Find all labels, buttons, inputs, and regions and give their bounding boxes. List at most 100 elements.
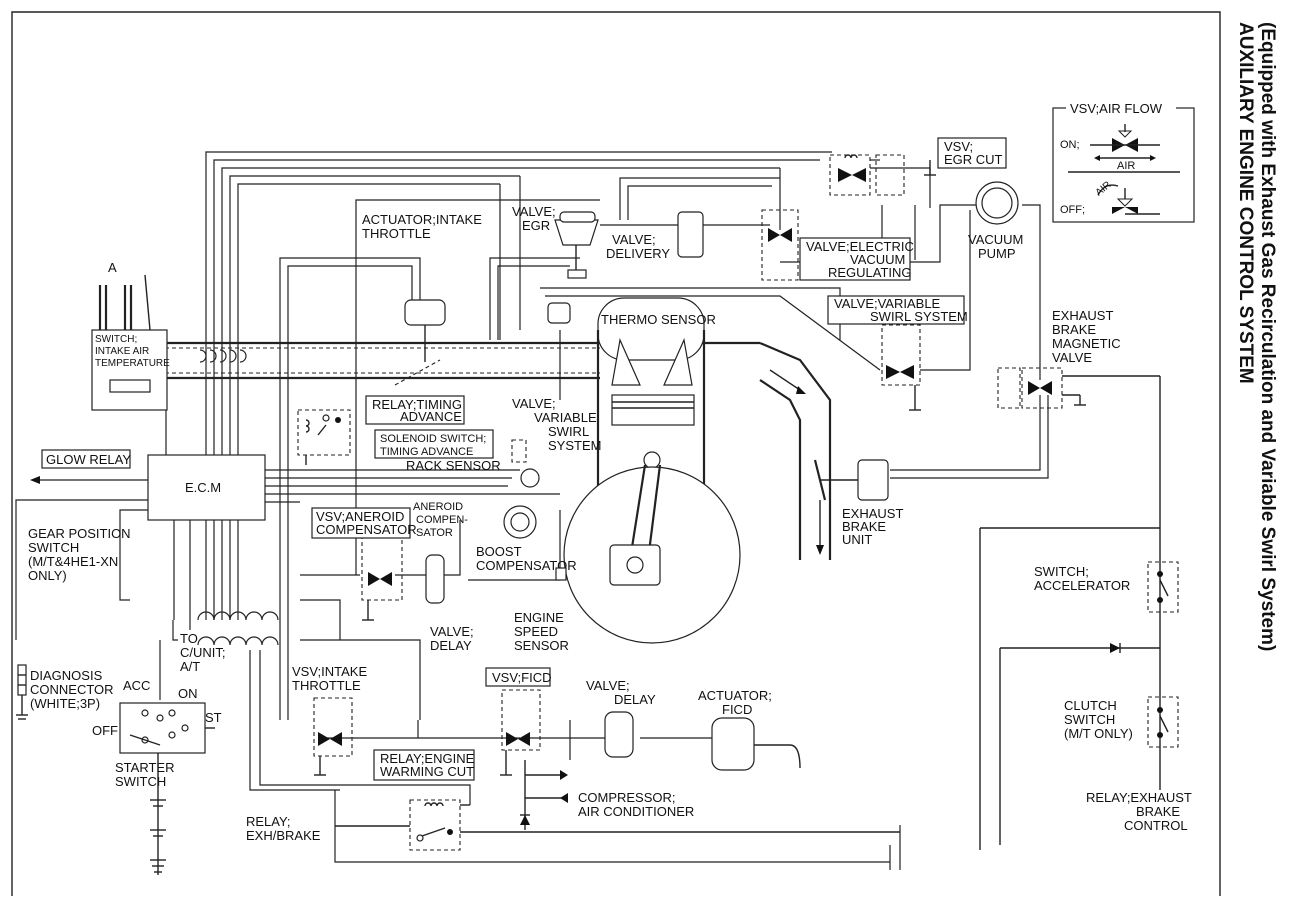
ecm-wires [15,410,560,640]
label-es-2: SPEED [514,624,558,639]
label-gear-1: GEAR POSITION [28,526,131,541]
vsv-swirl [881,324,921,411]
relay-warming-label-box [373,749,475,781]
label-to-1: TO [180,631,198,646]
label-compressor-1: COMPRESSOR; [578,790,676,805]
title-sub: (Equipped with Exhaust Gas Recirculation… [1257,22,1278,651]
label-rebc-2: BRAKE [1136,804,1180,819]
label-acc-sw-1: SWITCH; [1034,564,1089,579]
label-st: ST [205,710,222,725]
vsv-ficd [500,689,541,776]
label-rack-sensor: RACK SENSOR [406,458,501,473]
battery-icon [150,753,166,875]
label-delay1-2: DELAY [430,638,472,653]
label-off: OFF [92,723,118,738]
label-vsv-ficd: VSV;FICD [492,670,551,685]
relay-timing-label-box [365,395,465,425]
vsv-ficd-label-box [485,667,551,687]
label-clutch-3: (M/T ONLY) [1064,726,1133,741]
label-relay-timing-2: ADVANCE [400,409,462,424]
label-to-3: A/T [180,659,200,674]
label-aneroid-1: VSV;ANEROID [316,509,404,524]
label-thermo: THERMO SENSOR [601,312,716,327]
harness-loops [197,349,279,646]
engine [563,297,741,644]
label-ebu-1: EXHAUST [842,506,903,521]
exhaust-brake-unit [813,459,889,501]
label-rebc-3: CONTROL [1124,818,1188,833]
label-relay-timing-1: RELAY;TIMING [372,397,462,412]
label-acc-sw-2: ACCELERATOR [1034,578,1130,593]
vsv-aneroid [361,537,403,621]
label-to-2: C/UNIT; [180,645,226,660]
right-wiring [979,376,1161,850]
legend-air: AIR [1117,160,1135,172]
label-diag-3: (WHITE;3P) [30,696,100,711]
vsv-intake-throttle [313,697,353,776]
label-aneroid-2: COMPENSATOR [316,522,417,537]
label-vsv-egr-1: VSV; [944,139,973,154]
legend-on: ON; [1060,139,1080,151]
label-relay-exh-2: EXH/BRAKE [246,828,321,843]
label-gear-2: SWITCH [28,540,79,555]
relay-timing-coil-icon [305,414,341,465]
label-clutch-2: SWITCH [1064,712,1115,727]
legend-valve-on-icon [1090,124,1160,161]
swirl-actuator [547,302,571,324]
label-warm-1: RELAY;ENGINE [380,751,475,766]
label-relay-exh-1: RELAY; [246,814,290,829]
label-vsv-it-2: THROTTLE [292,678,361,693]
label-air-cleaner: A [108,260,117,275]
label-elec-1: VALVE;ELECTRIC [806,239,914,254]
label-elec-3: REGULATING [828,265,912,280]
label-valve-egr-2: EGR [522,218,550,233]
label-intake-switch-3: TEMPERATURE [95,358,170,369]
label-act-ficd-1: ACTUATOR; [698,688,772,703]
label-starter-2: SWITCH [115,774,166,789]
valve-delay-1 [425,554,445,604]
legend-box: VSV;AIR FLOW ON; OFF; AIR AIR [1052,101,1195,223]
label-vacuum-2: PUMP [978,246,1016,261]
rack-sensor [520,468,540,488]
label-starter-1: STARTER [115,760,174,775]
ecm-label: E.C.M [185,480,221,495]
label-boost-1: BOOST [476,544,522,559]
label-vvs-3: SWIRL [548,424,589,439]
clutch-switch [1147,696,1179,748]
vsv-egr-cut [829,154,905,196]
label-aneroid-comp-2: COMPEN- [416,514,468,526]
label-vvs-4: SYSTEM [548,438,601,453]
label-solenoid-1: SOLENOID SWITCH; [380,433,486,445]
title-main: AUXILIARY ENGINE CONTROL SYSTEM [1235,22,1256,384]
label-vvs-1: VALVE; [512,396,556,411]
label-clutch-1: CLUTCH [1064,698,1117,713]
glow-relay-box [41,449,131,469]
label-exh-valve-3: MAGNETIC [1052,336,1121,351]
label-act-throttle-1: ACTUATOR;INTAKE [362,212,482,227]
relay-timing-dash [297,409,351,456]
label-acc: ACC [123,678,150,693]
vsv-egr-cut-label-box [937,137,1007,169]
label-gear-4: ONLY) [28,568,67,583]
label-delay2-2: DELAY [614,692,656,707]
label-valve-egr-1: VALVE; [512,204,556,219]
label-swirl-1: VALVE;VARIABLE [834,296,941,311]
label-gear-3: (M/T&4HE1-XN [28,554,118,569]
label-on: ON [178,686,198,701]
label-glow-relay: GLOW RELAY [46,452,131,467]
label-diag-2: CONNECTOR [30,682,114,697]
label-ebu-2: BRAKE [842,519,886,534]
label-aneroid-comp-3: SATOR [416,527,453,539]
label-swirl-2: SWIRL SYSTEM [870,309,968,324]
engine-speed-sensor [555,567,567,581]
label-es-1: ENGINE [514,610,564,625]
egr-valve [554,211,599,279]
label-intake-switch-1: SWITCH; [95,334,137,345]
label-vsv-it-1: VSV;INTAKE [292,664,367,679]
label-intake-switch-2: INTAKE AIR [95,346,149,357]
compressor-circuit [520,760,568,830]
label-act-ficd-2: FICD [722,702,752,717]
legend-off: OFF; [1060,204,1085,216]
label-solenoid-2: TIMING ADVANCE [380,446,473,458]
label-delivery-2: DELIVERY [606,246,670,261]
